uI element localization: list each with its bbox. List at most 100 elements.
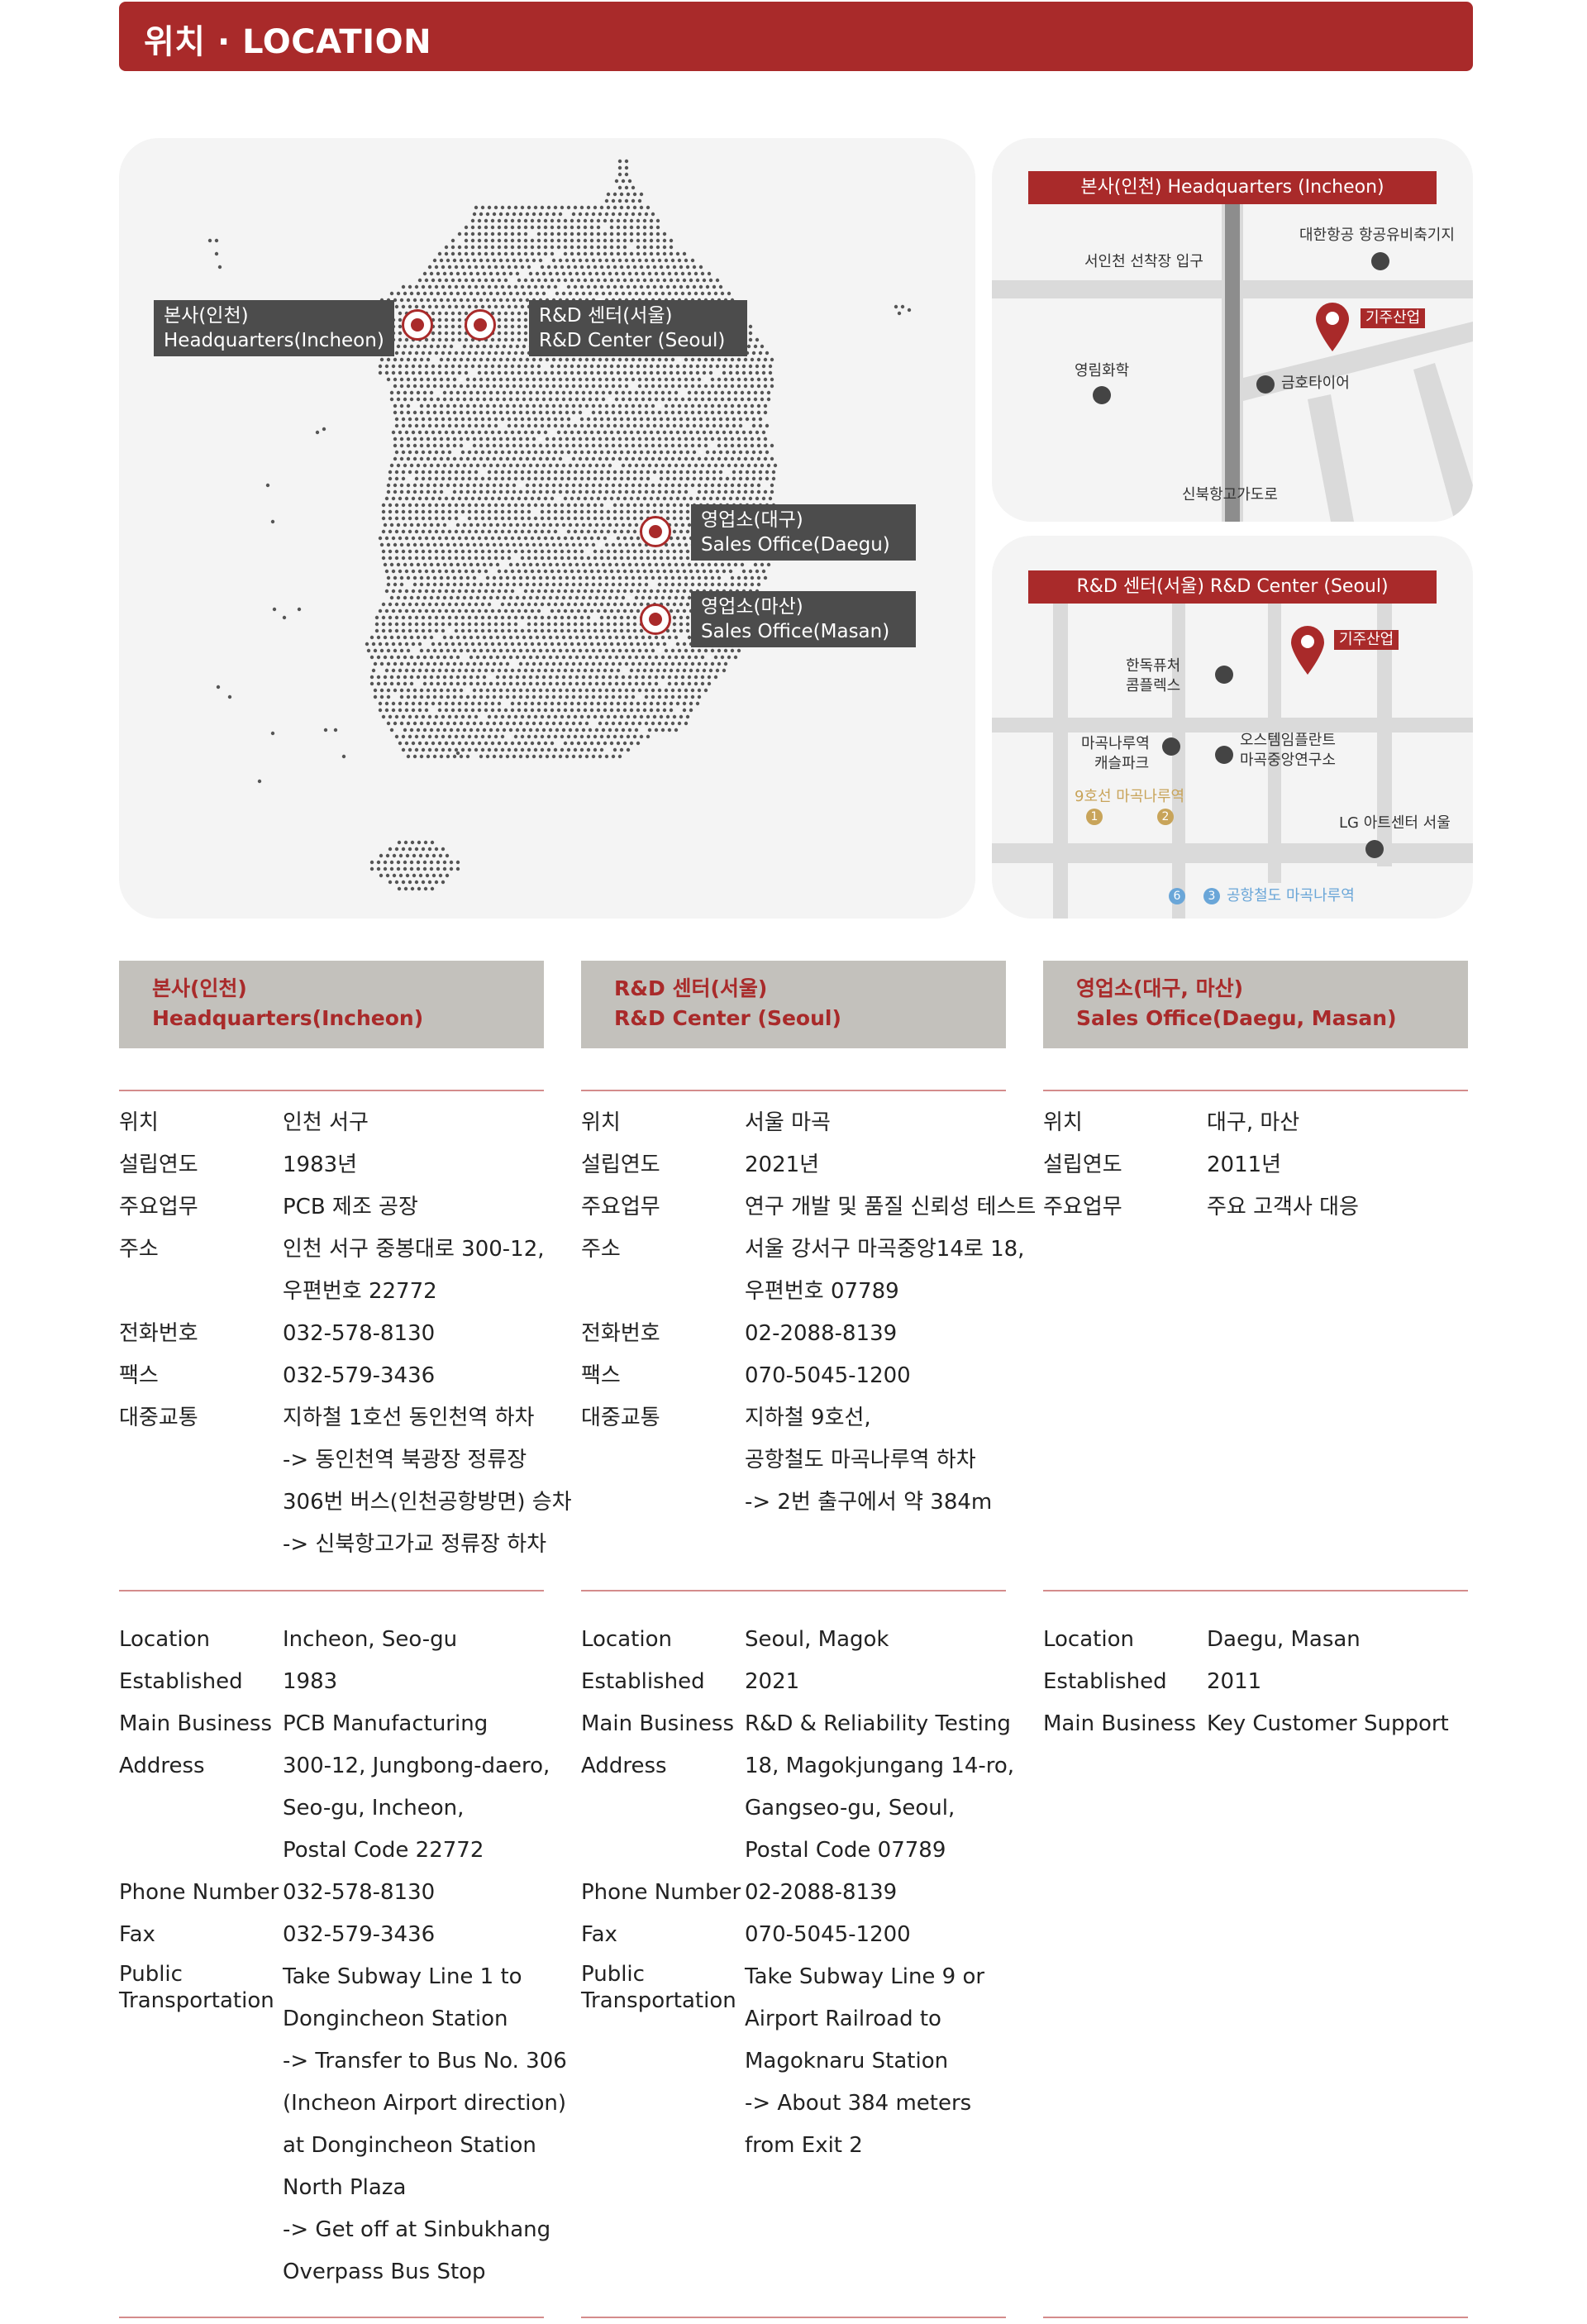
field-label: Main Business [581, 1711, 734, 1736]
map-label-incheon-ko: 본사(인천) [164, 305, 249, 327]
field-value: 지하철 9호선, [745, 1405, 871, 1430]
ostem-dot [1215, 746, 1233, 764]
field-label: 주요업무 [119, 1195, 198, 1219]
field-label: Fax [581, 1922, 617, 1947]
card-header-2: 영업소(대구, 마산)Sales Office(Daegu, Masan) [1043, 961, 1468, 1048]
field-value: 02-2088-8139 [745, 1880, 898, 1905]
divider [581, 1090, 1006, 1091]
field-value: (Incheon Airport direction) [283, 2091, 567, 2116]
divider [1043, 1090, 1468, 1091]
field-label: 대중교통 [581, 1405, 660, 1430]
field-value: 02-2088-8139 [745, 1321, 898, 1346]
seoul-map-label-handok-2: 콤플렉스 [1126, 677, 1181, 694]
map-label-daegu-en: Sales Office(Daegu) [701, 534, 890, 556]
field-label: Established [1043, 1669, 1167, 1694]
incheon-map-label-korean-air: 대한항공 항공유비축기지 [1299, 227, 1455, 244]
seoul-map-label-magok-1: 마곡나루역 [1081, 735, 1150, 752]
korean-air-dot [1371, 252, 1389, 270]
kumho-dot [1256, 375, 1275, 394]
field-label: 위치 [581, 1110, 621, 1135]
exit-1-badge: 1 [1086, 809, 1103, 825]
field-label: Public Transportation [119, 1962, 274, 2013]
field-label: Phone Number [581, 1880, 741, 1905]
company-pin-icon [1291, 626, 1324, 675]
location-marker-incheon[interactable] [402, 309, 433, 341]
location-marker-daegu[interactable] [640, 516, 671, 547]
divider [119, 1090, 544, 1091]
field-label: 위치 [119, 1110, 159, 1135]
field-value: 2011년 [1207, 1152, 1282, 1177]
field-value: -> 동인천역 북광장 정류장 [283, 1448, 527, 1472]
field-label: 위치 [1043, 1110, 1083, 1135]
field-label: Phone Number [119, 1880, 279, 1905]
divider [119, 1590, 544, 1591]
field-label: 팩스 [581, 1363, 621, 1388]
field-value: 주요 고객사 대응 [1207, 1195, 1359, 1219]
seoul-map-label-airport: 공항철도 마곡나루역 [1227, 887, 1355, 904]
field-value: 070-5045-1200 [745, 1922, 911, 1947]
seoul-map-label-ostem-2: 마곡중앙연구소 [1240, 752, 1336, 769]
field-value: 2021년 [745, 1152, 820, 1177]
seoul-map-label-lg: LG 아트센터 서울 [1339, 814, 1451, 832]
exit-3-badge: 3 [1203, 888, 1220, 904]
location-marker-seoul[interactable] [465, 309, 496, 341]
seoul-map: R&D 센터(서울) R&D Center (Seoul) 기주산업 한독퓨처 … [992, 536, 1473, 919]
divider [581, 2317, 1006, 2318]
field-value: Gangseo-gu, Seoul, [745, 1796, 956, 1821]
exit-2-badge: 2 [1157, 809, 1174, 825]
field-label: Location [581, 1627, 672, 1652]
card-title-en: Headquarters(Incheon) [152, 1006, 424, 1030]
handok-dot [1215, 666, 1233, 684]
field-value: 1983년 [283, 1152, 358, 1177]
field-label: 대중교통 [119, 1405, 198, 1430]
divider [581, 1590, 1006, 1591]
field-label: Address [581, 1754, 667, 1778]
map-label-masan-ko: 영업소(마산) [701, 596, 803, 618]
card-title: 영업소(대구, 마산)Sales Office(Daegu, Masan) [1076, 974, 1397, 1033]
field-label: 설립연도 [119, 1152, 198, 1177]
incheon-map-label-kumho: 금호타이어 [1281, 375, 1350, 392]
card-title-en: Sales Office(Daegu, Masan) [1076, 1006, 1397, 1030]
field-value: 032-578-8130 [283, 1880, 436, 1905]
field-label: 주소 [119, 1237, 159, 1262]
location-marker-masan[interactable] [640, 604, 671, 635]
incheon-map: 본사(인천) Headquarters (Incheon) 서인천 선착장 입구… [992, 138, 1473, 522]
map-label-incheon: 본사(인천) Headquarters(Incheon) [154, 300, 394, 356]
field-value: 2021 [745, 1669, 800, 1694]
field-value: 070-5045-1200 [745, 1363, 911, 1388]
field-value: 18, Magokjungang 14-ro, [745, 1754, 1015, 1778]
incheon-roads [992, 204, 1473, 522]
seoul-map-company-label: 기주산업 [1334, 630, 1399, 650]
field-value: Incheon, Seo-gu [283, 1627, 458, 1652]
field-value: Magoknaru Station [745, 2049, 949, 2073]
field-label: 전화번호 [581, 1321, 660, 1346]
field-value: Take Subway Line 1 to [283, 1964, 522, 1989]
field-value: Overpass Bus Stop [283, 2260, 486, 2284]
map-label-masan: 영업소(마산) Sales Office(Masan) [691, 591, 916, 647]
field-value: Seo-gu, Incheon, [283, 1796, 465, 1821]
field-value: at Dongincheon Station [283, 2133, 536, 2158]
field-value: 연구 개발 및 품질 신뢰성 테스트 [745, 1195, 1037, 1219]
korea-map: 본사(인천) Headquarters(Incheon) R&D 센터(서울) … [119, 138, 975, 919]
field-value: PCB Manufacturing [283, 1711, 488, 1736]
lg-center-dot [1365, 840, 1384, 858]
field-value: 1983 [283, 1669, 338, 1694]
field-value: 인천 서구 중봉대로 300-12, [283, 1237, 545, 1262]
field-value: 032-579-3436 [283, 1922, 436, 1947]
seoul-roads [992, 602, 1473, 919]
seoul-map-label-magok-2: 캐슬파크 [1094, 755, 1150, 772]
field-value: -> Transfer to Bus No. 306 [283, 2049, 567, 2073]
field-value: Take Subway Line 9 or [745, 1964, 985, 1989]
section-title: 위치 · LOCATION [144, 23, 432, 61]
map-label-seoul: R&D 센터(서울) R&D Center (Seoul) [529, 300, 747, 356]
field-label: 설립연도 [581, 1152, 660, 1177]
magok-castle-dot [1162, 737, 1180, 756]
incheon-map-title: 본사(인천) Headquarters (Incheon) [1028, 171, 1437, 204]
field-value: 300-12, Jungbong-daero, [283, 1754, 550, 1778]
field-value: 지하철 1호선 동인천역 하차 [283, 1405, 535, 1430]
card-header-0: 본사(인천)Headquarters(Incheon) [119, 961, 544, 1048]
divider [1043, 1590, 1468, 1591]
exit-6-badge: 6 [1169, 888, 1185, 904]
field-label: Fax [119, 1922, 155, 1947]
field-value: -> 신북항고가교 정류장 하차 [283, 1532, 547, 1557]
